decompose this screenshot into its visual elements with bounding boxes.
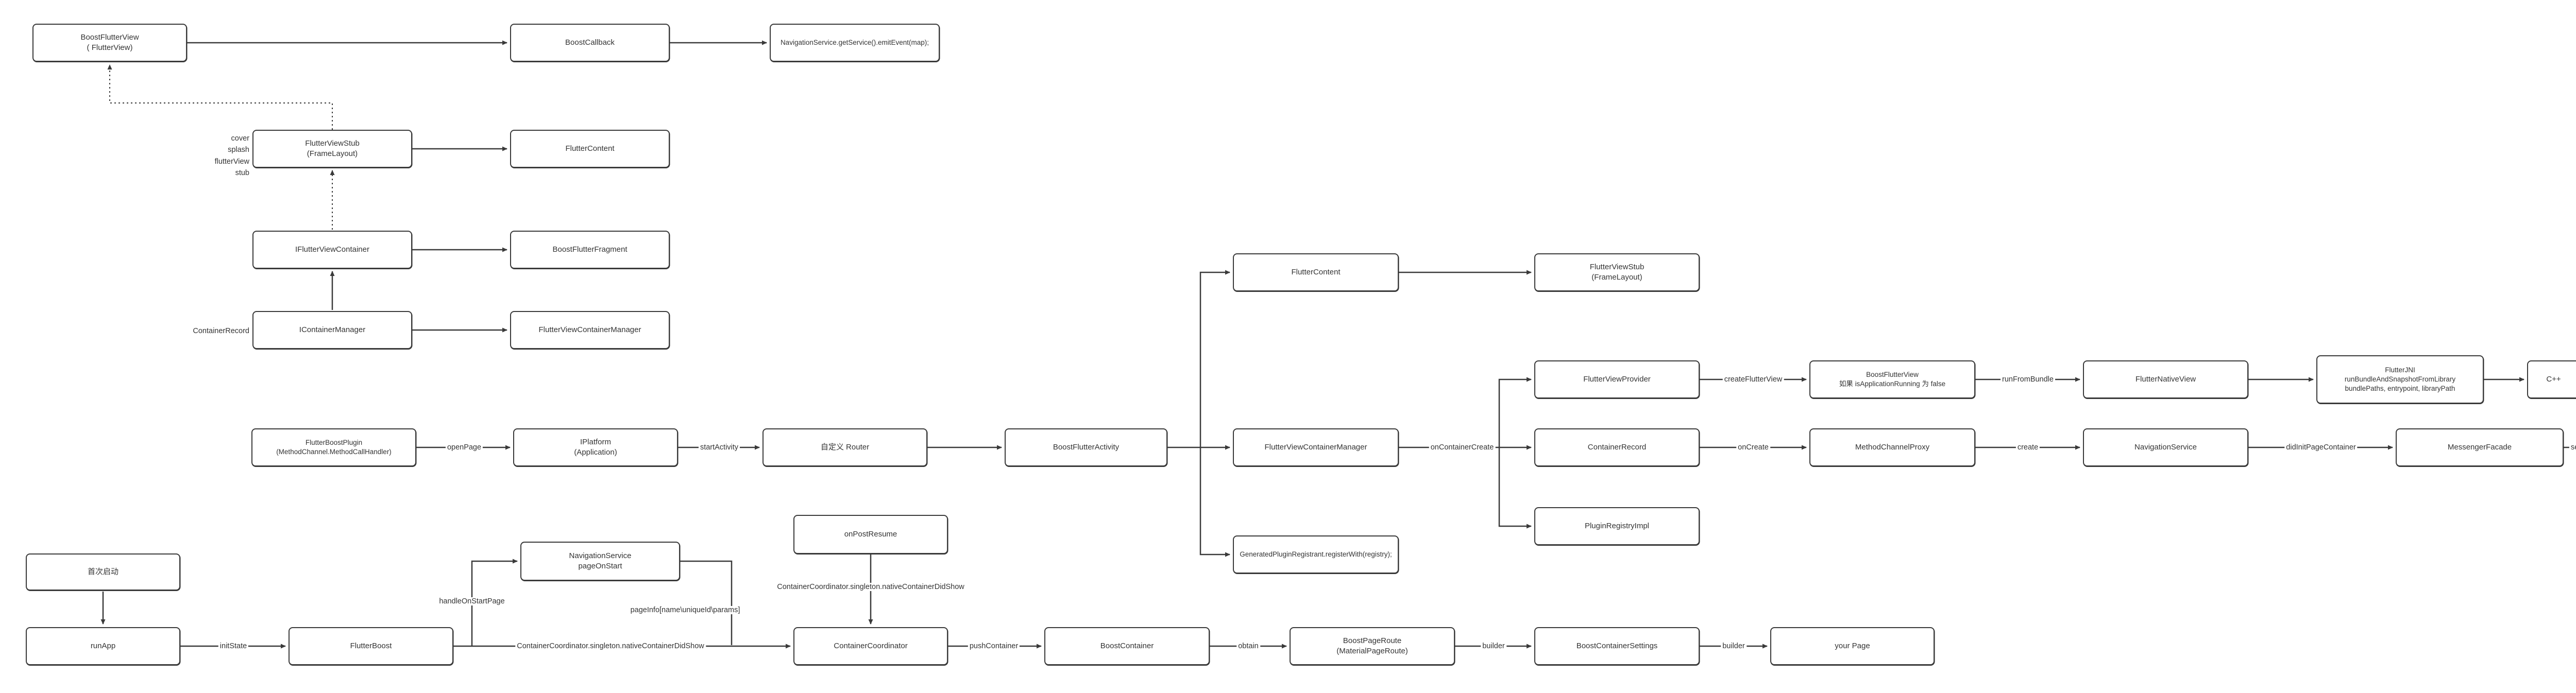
edge-trunk2-up-provider bbox=[1498, 377, 1532, 447]
edge-stub-cover-dotted bbox=[107, 64, 333, 130]
node-method-channel-proxy: MethodChannelProxy bbox=[1809, 428, 1975, 466]
edge-label-send-message: sendMessage bbox=[2569, 443, 2576, 452]
node-flutter-boost-plugin: FlutterBoostPlugin (MethodChannel.Method… bbox=[251, 428, 416, 466]
edge-label-page-info: pageInfo[name\uniqueId\params] bbox=[629, 606, 742, 614]
node-flutter-content-left: FlutterContent bbox=[510, 130, 670, 168]
node-messenger-facade: MessengerFacade bbox=[2396, 428, 2564, 466]
edge-trunk2-down-registry bbox=[1498, 447, 1532, 529]
node-container-record: ContainerRecord bbox=[1534, 428, 1700, 466]
edge-label-builder-2: builder bbox=[1721, 642, 1747, 650]
edge-label-run-from-bundle: runFromBundle bbox=[2001, 375, 2055, 384]
node-boost-page-route: BoostPageRoute (MaterialPageRoute) bbox=[1290, 627, 1455, 665]
edge-trunk1-down-registrant bbox=[1199, 447, 1230, 557]
node-boost-callback: BoostCallback bbox=[510, 24, 670, 62]
node-navigation-service-emit-event: NavigationService.getService().emitEvent… bbox=[770, 24, 940, 62]
edge-branch-to-pageonstart bbox=[471, 559, 518, 646]
node-flutter-view-container-manager-left: FlutterViewContainerManager bbox=[510, 311, 670, 349]
node-on-post-resume: onPostResume bbox=[793, 515, 948, 554]
node-flutter-view-container-manager-main: FlutterViewContainerManager bbox=[1233, 428, 1399, 466]
node-boost-container: BoostContainer bbox=[1044, 627, 1210, 665]
node-custom-router: 自定义 Router bbox=[762, 428, 927, 466]
edge-label-start-activity: startActivity bbox=[698, 443, 740, 452]
edge-label-on-container-create: onContainerCreate bbox=[1429, 443, 1496, 452]
edge-label-native-container-did-show-resume: ContainerCoordinator.singleton.nativeCon… bbox=[775, 583, 966, 591]
edge-label-builder-1: builder bbox=[1481, 642, 1506, 650]
edge-pageonstart-join bbox=[680, 560, 733, 645]
node-boost-flutter-view-mid: BoostFlutterView 如果 isApplicationRunning… bbox=[1809, 360, 1975, 399]
label-stub-cover: cover splash flutterView stub bbox=[214, 134, 249, 178]
node-navigation-service-page-on-start: NavigationService pageOnStart bbox=[520, 542, 680, 581]
node-flutter-content-mid: FlutterContent bbox=[1233, 253, 1399, 291]
label-container-record-note: ContainerRecord bbox=[193, 327, 249, 335]
node-boost-container-settings-bottom: BoostContainerSettings bbox=[1534, 627, 1700, 665]
node-icontainer-manager: IContainerManager bbox=[252, 311, 412, 349]
node-iflutter-view-container: IFlutterViewContainer bbox=[252, 231, 412, 269]
node-your-page: your Page bbox=[1770, 627, 1935, 665]
node-boost-flutter-view-top: BoostFlutterView ( FlutterView) bbox=[32, 24, 187, 62]
node-boost-flutter-fragment: BoostFlutterFragment bbox=[510, 231, 670, 269]
node-cpp: C++ bbox=[2527, 360, 2576, 399]
node-navigation-service: NavigationService bbox=[2083, 428, 2248, 466]
node-first-launch: 首次启动 bbox=[26, 553, 180, 591]
node-flutter-view-stub-left: FlutterViewStub (FrameLayout) bbox=[252, 130, 412, 168]
edge-label-obtain: obtain bbox=[1236, 642, 1260, 650]
node-flutter-view-stub-mid: FlutterViewStub (FrameLayout) bbox=[1534, 253, 1700, 291]
edge-label-open-page: openPage bbox=[445, 443, 483, 452]
node-generated-plugin-registrant: GeneratedPluginRegistrant.registerWith(r… bbox=[1233, 535, 1399, 574]
edge-label-push-container: pushContainer bbox=[968, 642, 1020, 650]
node-flutter-jni: FlutterJNI runBundleAndSnapshotFromLibra… bbox=[2316, 355, 2484, 404]
edge-label-on-create: onCreate bbox=[1736, 443, 1770, 452]
node-boost-flutter-activity: BoostFlutterActivity bbox=[1005, 428, 1167, 466]
node-run-app: runApp bbox=[26, 627, 180, 665]
edge-label-native-container-did-show-line: ContainerCoordinator.singleton.nativeCon… bbox=[515, 642, 706, 650]
edge-label-did-init-page-container: didInitPageContainer bbox=[2284, 443, 2358, 452]
edge-label-create-flutter-view: createFlutterView bbox=[1722, 375, 1784, 384]
node-iplatform: IPlatform (Application) bbox=[513, 428, 678, 466]
edge-label-create: create bbox=[2015, 443, 2040, 452]
node-flutter-boost: FlutterBoost bbox=[289, 627, 453, 665]
edge-trunk1-up-fluttercontent bbox=[1199, 270, 1230, 447]
node-flutter-view-provider: FlutterViewProvider bbox=[1534, 360, 1700, 399]
node-plugin-registry-impl: PluginRegistryImpl bbox=[1534, 507, 1700, 545]
node-container-coordinator-bottom: ContainerCoordinator bbox=[793, 627, 948, 665]
node-flutter-native-view: FlutterNativeView bbox=[2083, 360, 2248, 399]
edge-label-handle-on-start-page: handleOnStartPage bbox=[437, 597, 506, 605]
edge-label-init-state: initState bbox=[218, 642, 249, 650]
